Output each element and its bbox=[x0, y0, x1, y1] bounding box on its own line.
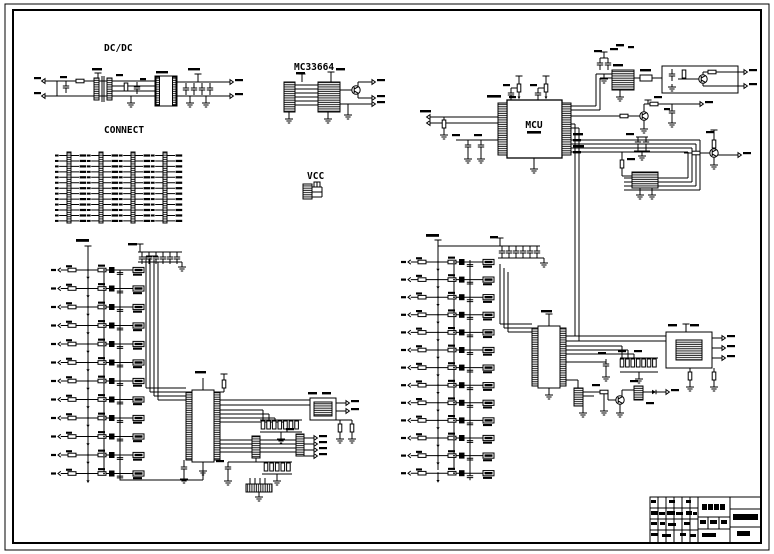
vcc-title: VCC bbox=[307, 171, 324, 182]
dcdc-converter-circuit: DC/DC bbox=[34, 43, 243, 108]
mcu-block: MCU bbox=[420, 75, 584, 174]
cell-rows-left bbox=[51, 265, 144, 484]
bus-routing bbox=[566, 73, 701, 342]
lower-isolator-circuit bbox=[618, 133, 659, 200]
dcdc-title: DC/DC bbox=[104, 43, 133, 54]
resistor-network-left-bottom bbox=[263, 462, 291, 472]
title-block-revision-grid bbox=[651, 500, 697, 537]
mc33664-title: MC33664 bbox=[294, 62, 334, 73]
title-block-doc-number bbox=[733, 514, 758, 536]
title-block bbox=[649, 496, 762, 544]
cell-array-left bbox=[51, 239, 204, 484]
connect-title: CONNECT bbox=[104, 125, 144, 136]
resistor-network-left-top bbox=[260, 420, 299, 430]
sheet-frame bbox=[4, 3, 770, 551]
vcc-symbol: VCC bbox=[302, 171, 324, 200]
afe-ic-left bbox=[179, 371, 359, 502]
title-block-drawing-title bbox=[700, 504, 727, 537]
afe-ic-right bbox=[531, 310, 735, 418]
transistor-stage-right bbox=[684, 129, 751, 170]
connect-block: CONNECT bbox=[54, 125, 183, 224]
isolated-supply-circuit bbox=[594, 44, 757, 102]
cell-rows-right bbox=[401, 257, 494, 483]
mcu-label: MCU bbox=[525, 120, 542, 131]
mc33664-circuit: MC33664 bbox=[283, 62, 385, 124]
decoupling-caps-right bbox=[498, 245, 541, 259]
cell-array-right bbox=[401, 234, 549, 483]
resistor-network-right bbox=[619, 358, 657, 368]
transistor-stage-upper bbox=[636, 96, 713, 134]
